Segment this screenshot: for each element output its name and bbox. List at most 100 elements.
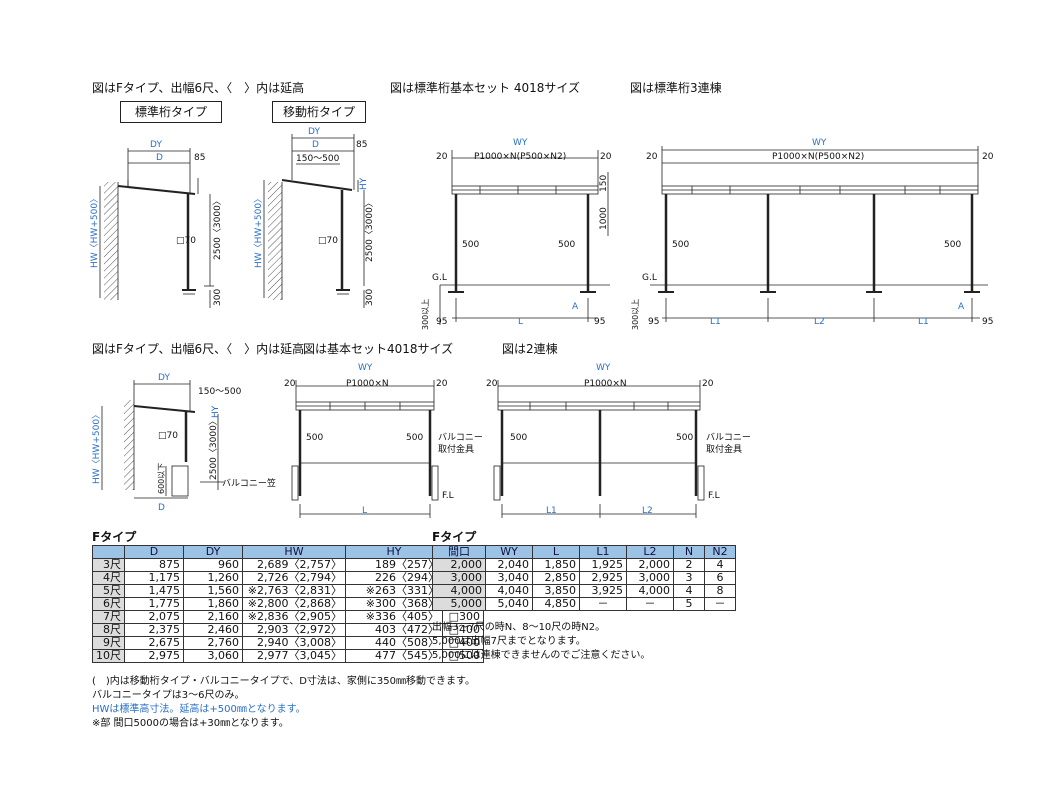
dim-20-b1a: 20	[284, 379, 296, 389]
table1-cell-5-3: 2,903〈2,972〉	[242, 623, 346, 637]
table2-cell-2-1: 4,040	[485, 584, 533, 598]
dim-20-3a: 20	[646, 152, 658, 162]
dim-post-b: □70	[158, 431, 178, 441]
dim-dy-2: DY	[308, 127, 320, 137]
dim-300-1: 300	[213, 289, 223, 306]
wall-hatch-1	[104, 182, 118, 300]
dim-span-1: P1000×N(P500×N2)	[474, 152, 566, 162]
table1-cell-4-0: 7尺	[92, 610, 125, 624]
table1-cell-1-1: 1,175	[124, 571, 184, 585]
dim-range-b: 150～500	[198, 387, 242, 397]
table1-cell-6-1: 2,675	[124, 636, 184, 650]
spec-table-f-type: DDYHWHYA 3尺8759602,689〈2,757〉189〈257〉□30…	[92, 545, 484, 663]
table2-header-6: N2	[704, 545, 736, 559]
dim-l2-b2: L2	[642, 506, 653, 516]
table2-cell-0-3: 1,925	[579, 558, 627, 572]
caption-f-type-1: 図はFタイプ、出幅6尺、〈 〉内は延高	[92, 81, 305, 95]
table1-cell-0-0: 3尺	[92, 558, 125, 572]
dim-d-b: D	[158, 503, 165, 513]
dim-wy-3: WY	[812, 138, 827, 148]
wall-hatch-3	[124, 400, 134, 490]
table1-cell-0-3: 2,689〈2,757〉	[242, 558, 346, 572]
table2-cell-1-0: 3,000	[432, 571, 486, 585]
table2-title: Fタイプ	[432, 530, 477, 544]
table1-title: Fタイプ	[92, 530, 137, 544]
table2-header-4: L2	[626, 545, 674, 559]
table2-cell-3-0: 5,000	[432, 597, 486, 611]
dim-600-b: 600以下	[157, 463, 166, 494]
dim-balcony-b: バルコニー笠	[222, 477, 276, 489]
table2-cell-2-4: 4,000	[626, 584, 674, 598]
table2-header-2: L	[532, 545, 580, 559]
dim-95-1a: 95	[436, 317, 447, 327]
dim-300gl-1: 300以上	[421, 299, 430, 330]
dim-d-2: D	[312, 140, 319, 150]
table1-cell-2-0: 5尺	[92, 584, 125, 598]
table2-cell-0-5: 2	[673, 558, 705, 572]
table1-cell-4-3: ※2,836〈2,905〉	[242, 610, 346, 624]
table1-cell-5-1: 2,375	[124, 623, 184, 637]
note-right-1: 出幅3～7尺の時N、8～10尺の時N2。	[432, 622, 606, 633]
table1-header-0	[92, 545, 125, 559]
dim-span-3: P1000×N(P500×N2)	[772, 152, 864, 162]
table2-cell-3-6: －	[704, 597, 736, 611]
note-right-2: 5,000は出幅7尺までとなります。	[432, 636, 586, 647]
table1-cell-7-1: 2,975	[124, 649, 184, 663]
dim-95-3b: 95	[982, 317, 993, 327]
table2-cell-1-5: 3	[673, 571, 705, 585]
table1-cell-6-3: 2,940〈3,008〉	[242, 636, 346, 650]
dim-l-b1: L	[362, 506, 367, 516]
dim-hy-2: HY	[359, 177, 369, 190]
table2-cell-2-5: 4	[673, 584, 705, 598]
table1-cell-5-2: 2,460	[183, 623, 243, 637]
table2-header-3: L1	[579, 545, 627, 559]
table2-cell-2-3: 3,925	[579, 584, 627, 598]
table1-cell-4-2: 2,160	[183, 610, 243, 624]
table1-cell-3-3: ※2,800〈2,868〉	[242, 597, 346, 611]
dim-wy-1: WY	[513, 138, 528, 148]
dim-hw-b: HW〈HW+500〉	[91, 410, 102, 484]
table2-cell-0-2: 1,850	[532, 558, 580, 572]
dim-mount1-b1: バルコニー	[438, 432, 483, 443]
dim-wy-b2: WY	[596, 363, 611, 373]
dim-wy-b1: WY	[358, 363, 373, 373]
dim-post-2: □70	[318, 236, 338, 246]
table1-header-3: HW	[242, 545, 346, 559]
dim-500-b2a: 500	[510, 433, 527, 443]
dim-2500-b: 2500〈3000〉	[208, 416, 219, 480]
table2-cell-3-4: －	[626, 597, 674, 611]
table2-cell-3-2: 4,850	[532, 597, 580, 611]
table2-cell-0-0: 2,000	[432, 558, 486, 572]
table1-cell-5-0: 8尺	[92, 623, 125, 637]
dim-span-b2: P1000×N	[584, 379, 627, 389]
table2-header-1: WY	[485, 545, 533, 559]
dim-95-3a: 95	[648, 317, 659, 327]
balcony-rail-left-1	[291, 465, 299, 501]
dim-20-b2a: 20	[486, 379, 498, 389]
dim-85-1: 85	[194, 153, 205, 163]
table1-cell-2-1: 1,475	[124, 584, 184, 598]
dim-gl-1: G.L	[432, 273, 447, 283]
dim-hw-1: HW〈HW+500〉	[89, 194, 100, 268]
dim-20-b2b: 20	[702, 379, 714, 389]
dim-a-3: A	[958, 302, 965, 312]
table2-cell-3-5: 5	[673, 597, 705, 611]
dim-hw-2: HW〈HW+500〉	[253, 194, 264, 268]
dim-l-1: L	[518, 317, 523, 327]
table2-cell-3-3: －	[579, 597, 627, 611]
caption-f-type-2: 図はFタイプ、出幅6尺、〈 〉内は延高	[92, 342, 305, 356]
table2-cell-1-6: 6	[704, 571, 736, 585]
table1-cell-7-4: 477〈545〉	[345, 649, 443, 663]
table1-cell-2-4: ※263〈331〉	[345, 584, 443, 598]
drawing-lines	[99, 134, 988, 518]
table1-cell-4-4: ※336〈405〉	[345, 610, 443, 624]
table1-header-1: D	[124, 545, 184, 559]
dim-300-2: 300	[365, 289, 375, 306]
